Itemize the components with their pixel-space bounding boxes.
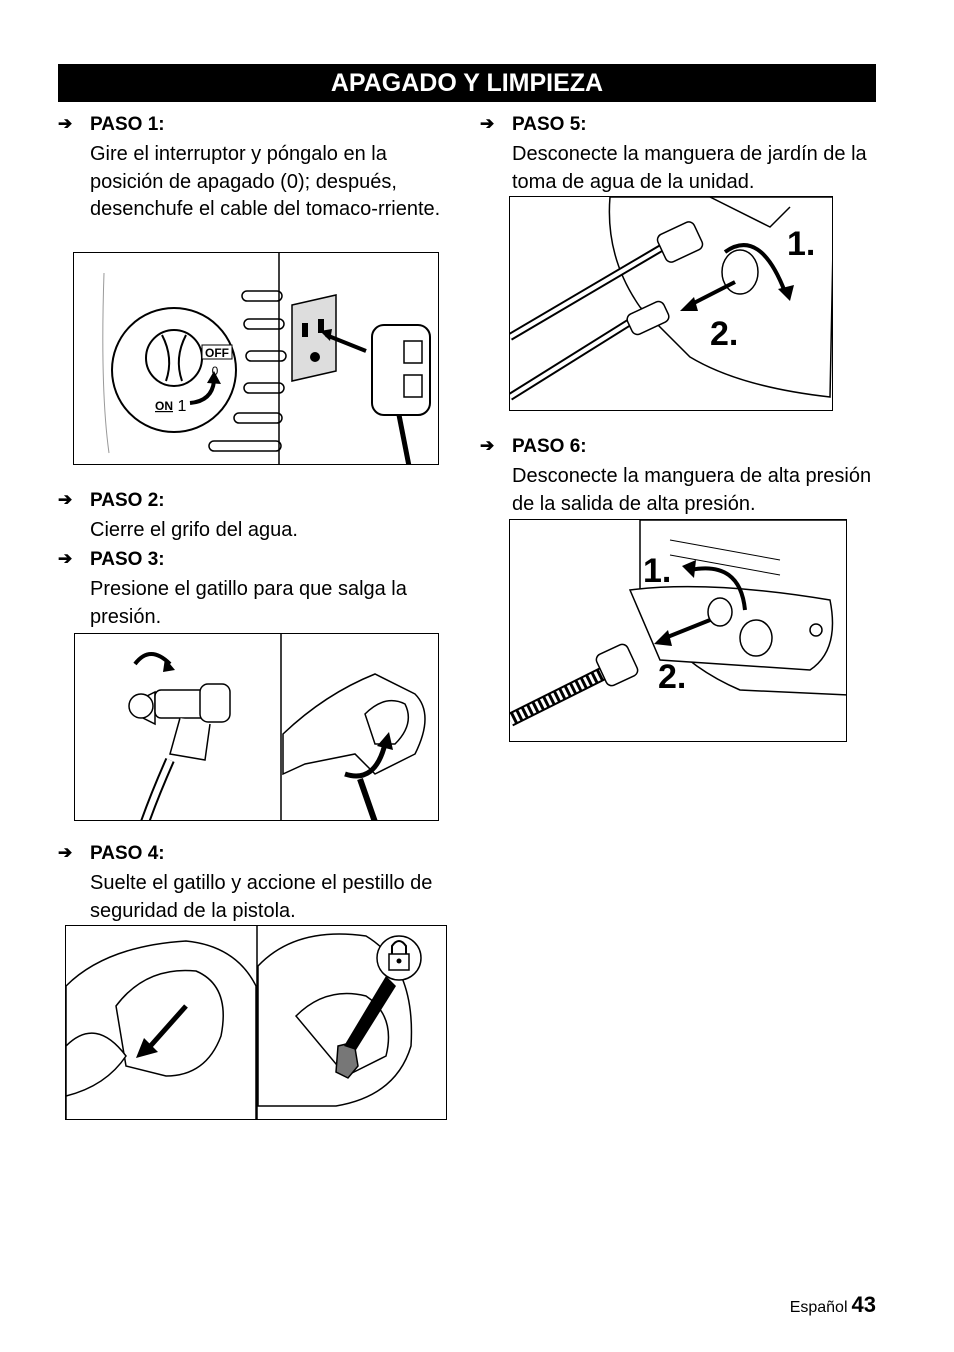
rotate-arrow-icon: [723, 243, 787, 293]
section-title: APAGADO Y LIMPIEZA: [330, 68, 604, 97]
step-text: Suelte el gatillo y accione el pestillo …: [90, 872, 433, 922]
press-arrow-icon: [344, 743, 388, 779]
step-label-2: 2.: [658, 658, 686, 696]
arrow-right-icon: ➔: [480, 114, 495, 133]
step-title: PASO 6:: [512, 436, 587, 457]
step-title: PASO 4:: [90, 843, 165, 864]
off-label: OFF: [205, 346, 229, 360]
step-label-1: 1.: [643, 552, 671, 590]
arrow-right-icon: ➔: [58, 114, 73, 133]
figure-high-pressure-hose-disconnect: 1. 2.: [509, 519, 847, 742]
arrow-right-icon: ➔: [58, 549, 73, 568]
rotate-arrow-icon: [189, 380, 216, 405]
step-text: Cierre el grifo del agua.: [90, 519, 298, 541]
pull-arrow-icon: [689, 280, 736, 307]
page-number: 43: [851, 1292, 876, 1317]
step-title: PASO 3:: [90, 549, 165, 570]
arrow-right-icon: ➔: [58, 843, 73, 862]
step-title: PASO 2:: [90, 490, 165, 511]
arrow-right-icon: ➔: [480, 436, 495, 455]
step-label-1: 1.: [787, 225, 815, 263]
step-text: Presione el gatillo para que salga la pr…: [90, 578, 407, 628]
pull-arrow-icon: [664, 618, 711, 640]
figure-garden-hose-disconnect: 1. 2.: [509, 196, 833, 411]
on-label: ON: [155, 399, 173, 413]
one-label: 1: [178, 398, 187, 415]
step-text: Desconecte la manguera de jardín de la t…: [512, 143, 867, 193]
step-title: PASO 5:: [512, 114, 587, 135]
figure-power-off: OFF 0 ON 1: [73, 252, 439, 465]
step-text: Gire el interruptor y póngalo en la posi…: [90, 143, 441, 220]
rotate-arrow-icon: [689, 566, 747, 611]
figure-safety-latch: [65, 925, 447, 1120]
step-text: Desconecte la manguera de alta presión d…: [512, 465, 872, 515]
figure-tap-and-trigger: [74, 633, 439, 821]
arrow-right-icon: ➔: [58, 490, 73, 509]
footer-language: Español: [789, 1299, 848, 1316]
step-title: PASO 1:: [90, 114, 165, 135]
release-arrow-icon: [144, 1004, 188, 1053]
step-label-2: 2.: [710, 315, 738, 353]
zero-label: 0: [212, 364, 219, 378]
section-header: APAGADO Y LIMPIEZA: [58, 64, 876, 102]
